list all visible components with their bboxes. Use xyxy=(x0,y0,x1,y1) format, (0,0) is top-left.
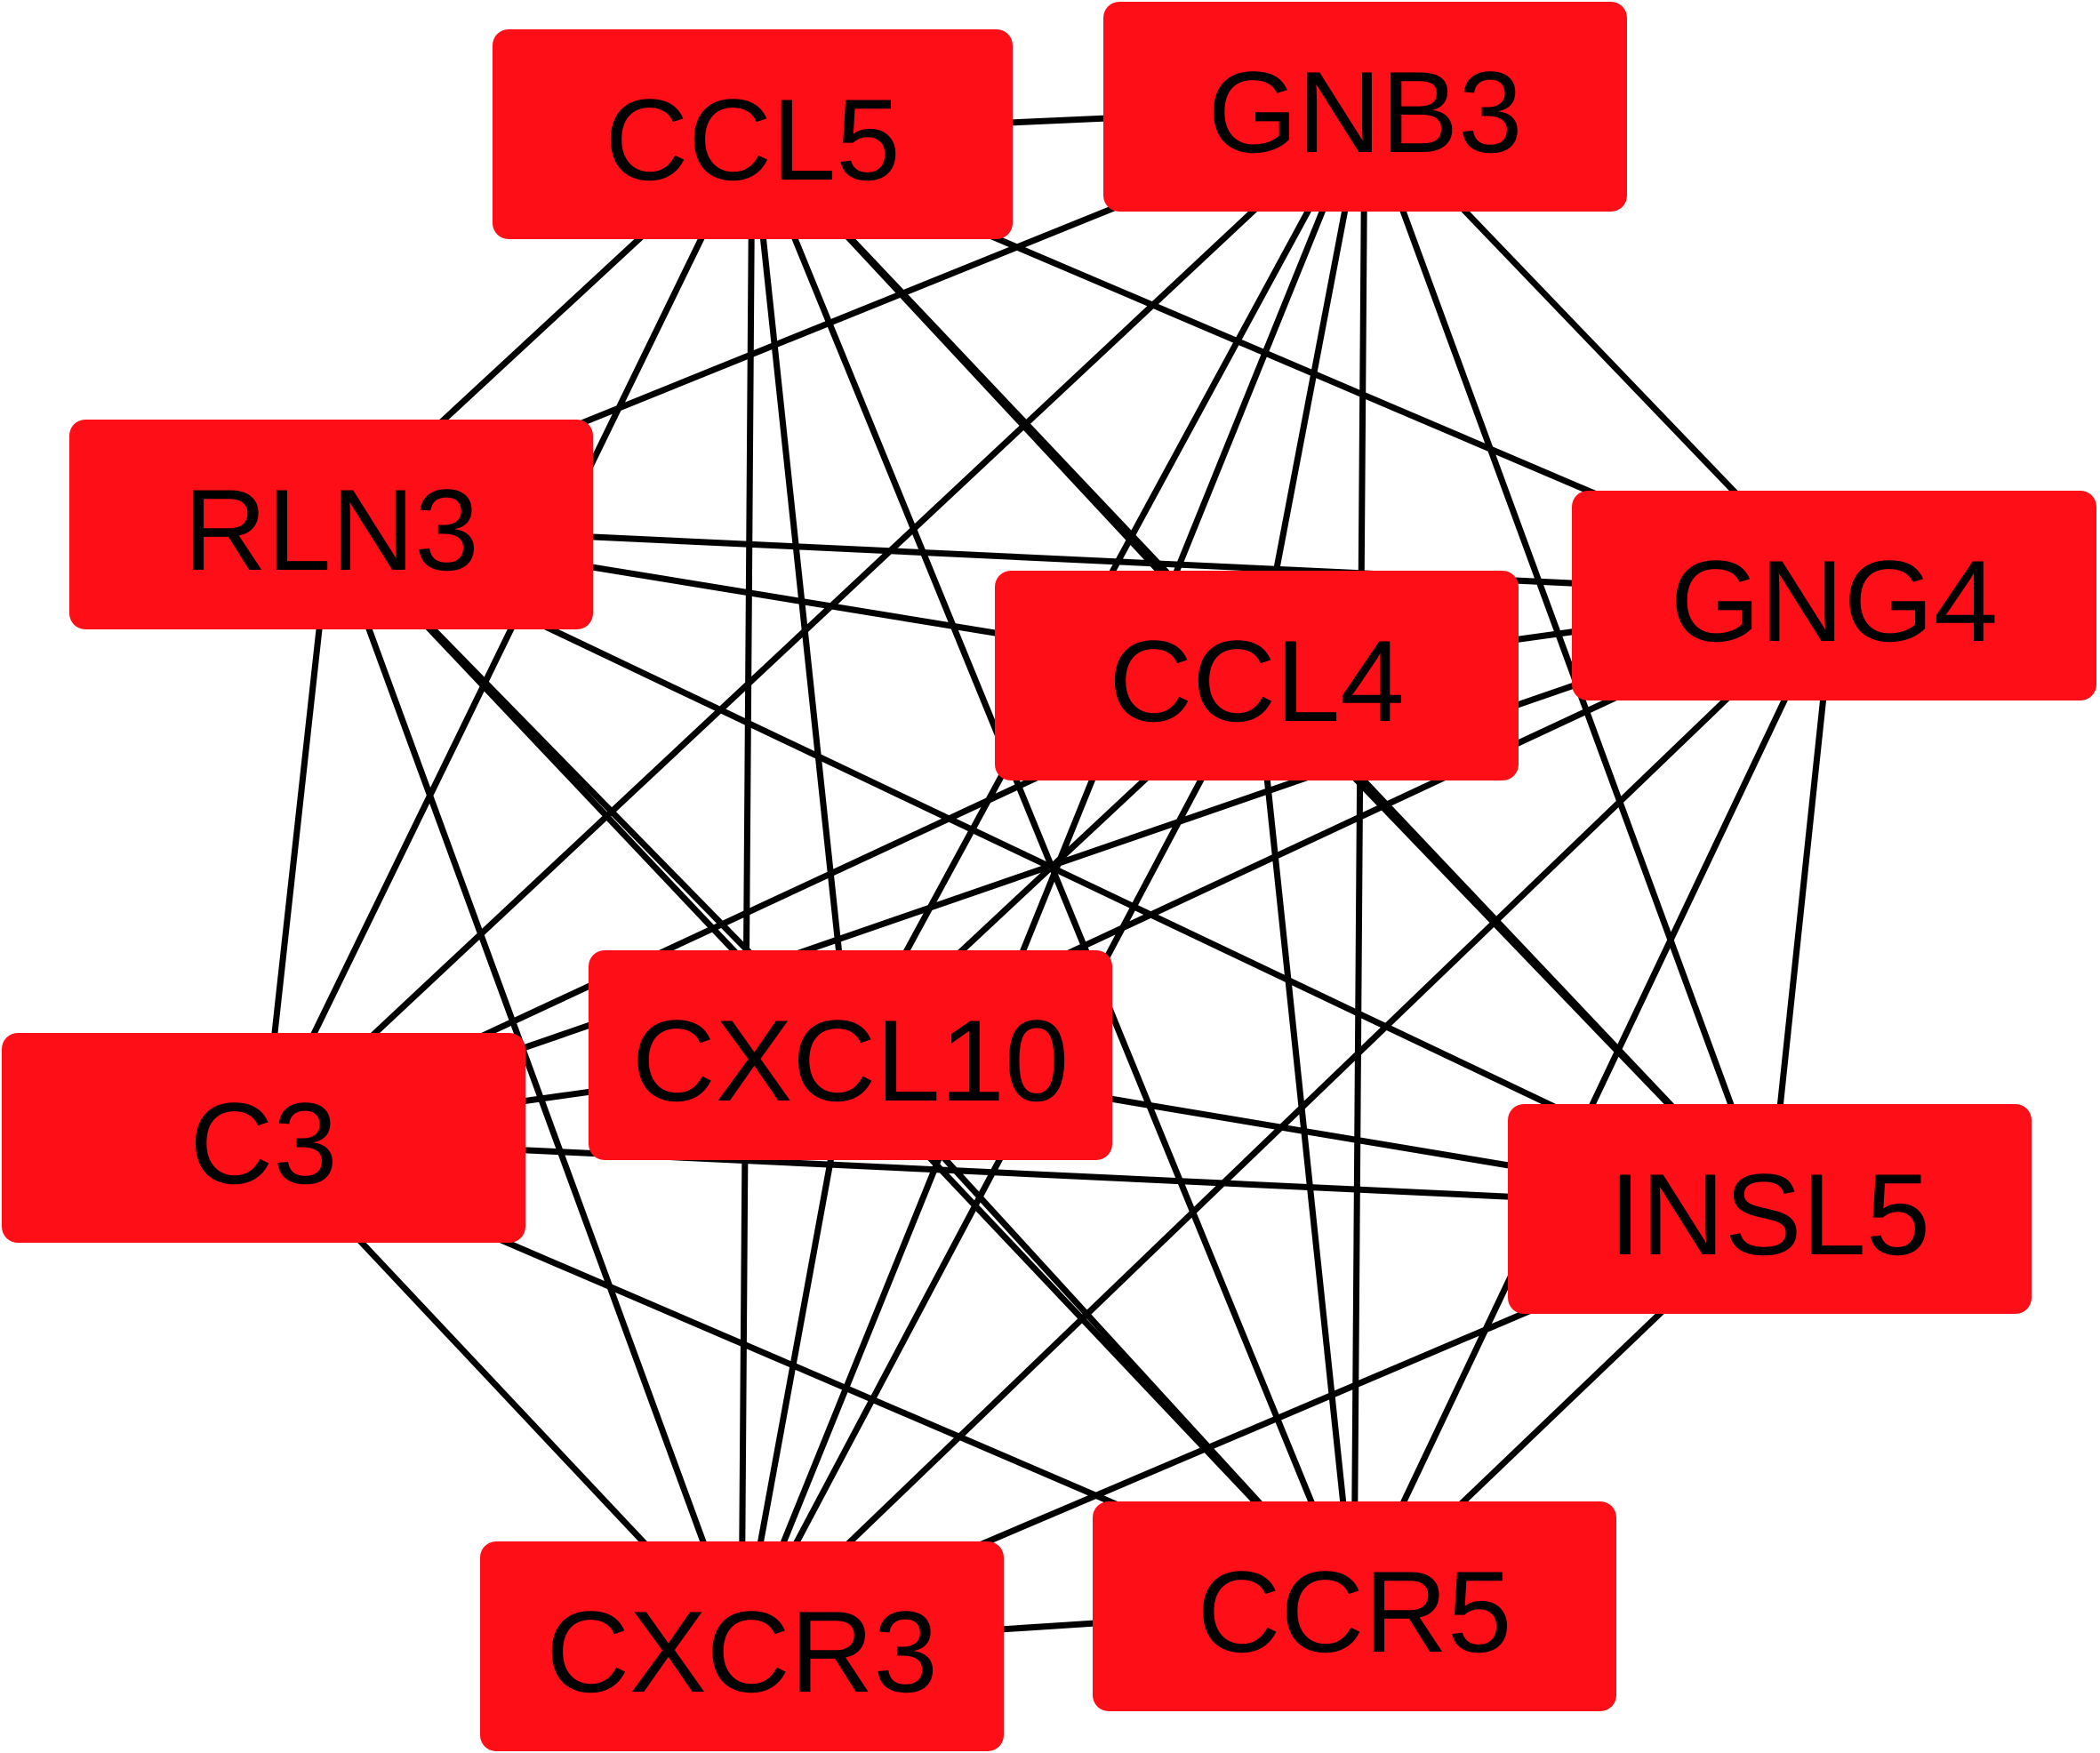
node-ccl4[interactable]: CCL4 xyxy=(995,571,1519,780)
node-box xyxy=(69,420,593,629)
edge-layer xyxy=(260,103,1838,1650)
node-box xyxy=(995,571,1519,780)
node-box xyxy=(493,29,1013,239)
node-label: CXCR3 xyxy=(546,1587,938,1717)
node-gnb3[interactable]: GNB3 xyxy=(1103,2,1627,212)
node-label: GNB3 xyxy=(1207,47,1522,177)
node-box xyxy=(1103,2,1627,212)
edge-gnb3-c3 xyxy=(260,104,1367,1141)
node-label: RLN3 xyxy=(183,465,478,595)
node-c3[interactable]: C3 xyxy=(2,1033,525,1243)
edge-gng4-cxcr3 xyxy=(739,593,1837,1649)
node-box xyxy=(589,950,1112,1160)
node-ccl5[interactable]: CCL5 xyxy=(493,29,1013,239)
node-insl5[interactable]: INSL5 xyxy=(1508,1104,2032,1314)
node-cxcl10[interactable]: CXCL10 xyxy=(589,950,1112,1160)
node-cxcr3[interactable]: CXCR3 xyxy=(480,1541,1004,1751)
node-ccr5[interactable]: CCR5 xyxy=(1093,1501,1616,1711)
node-gng4[interactable]: GNG4 xyxy=(1572,491,2096,700)
node-label: CXCL10 xyxy=(632,996,1069,1125)
node-label: INSL5 xyxy=(1609,1149,1930,1279)
node-box xyxy=(1093,1501,1616,1711)
edge-rln3-cxcr3 xyxy=(327,523,745,1648)
node-label: CCL5 xyxy=(605,75,900,204)
node-label: CCR5 xyxy=(1198,1547,1512,1677)
edge-ccl4-cxcr3 xyxy=(738,674,1260,1648)
node-label: GNG4 xyxy=(1671,536,1998,666)
edge-ccl4-ccr5 xyxy=(1253,675,1358,1607)
edge-gnb3-ccr5 xyxy=(1351,106,1368,1607)
node-box xyxy=(1508,1104,2032,1314)
edge-gng4-ccr5 xyxy=(1351,594,1838,1608)
node-label: C3 xyxy=(189,1078,337,1208)
edge-gnb3-insl5 xyxy=(1361,105,1773,1211)
edge-ccl5-cxcl10 xyxy=(749,133,854,1056)
node-box xyxy=(2,1033,525,1243)
edge-ccl5-c3 xyxy=(260,132,756,1140)
node-rln3[interactable]: RLN3 xyxy=(69,420,593,629)
edge-ccl5-cxcr3 xyxy=(738,133,756,1647)
node-box xyxy=(480,1541,1004,1751)
node-box xyxy=(1572,491,2096,700)
node-label: CCL4 xyxy=(1109,616,1404,746)
